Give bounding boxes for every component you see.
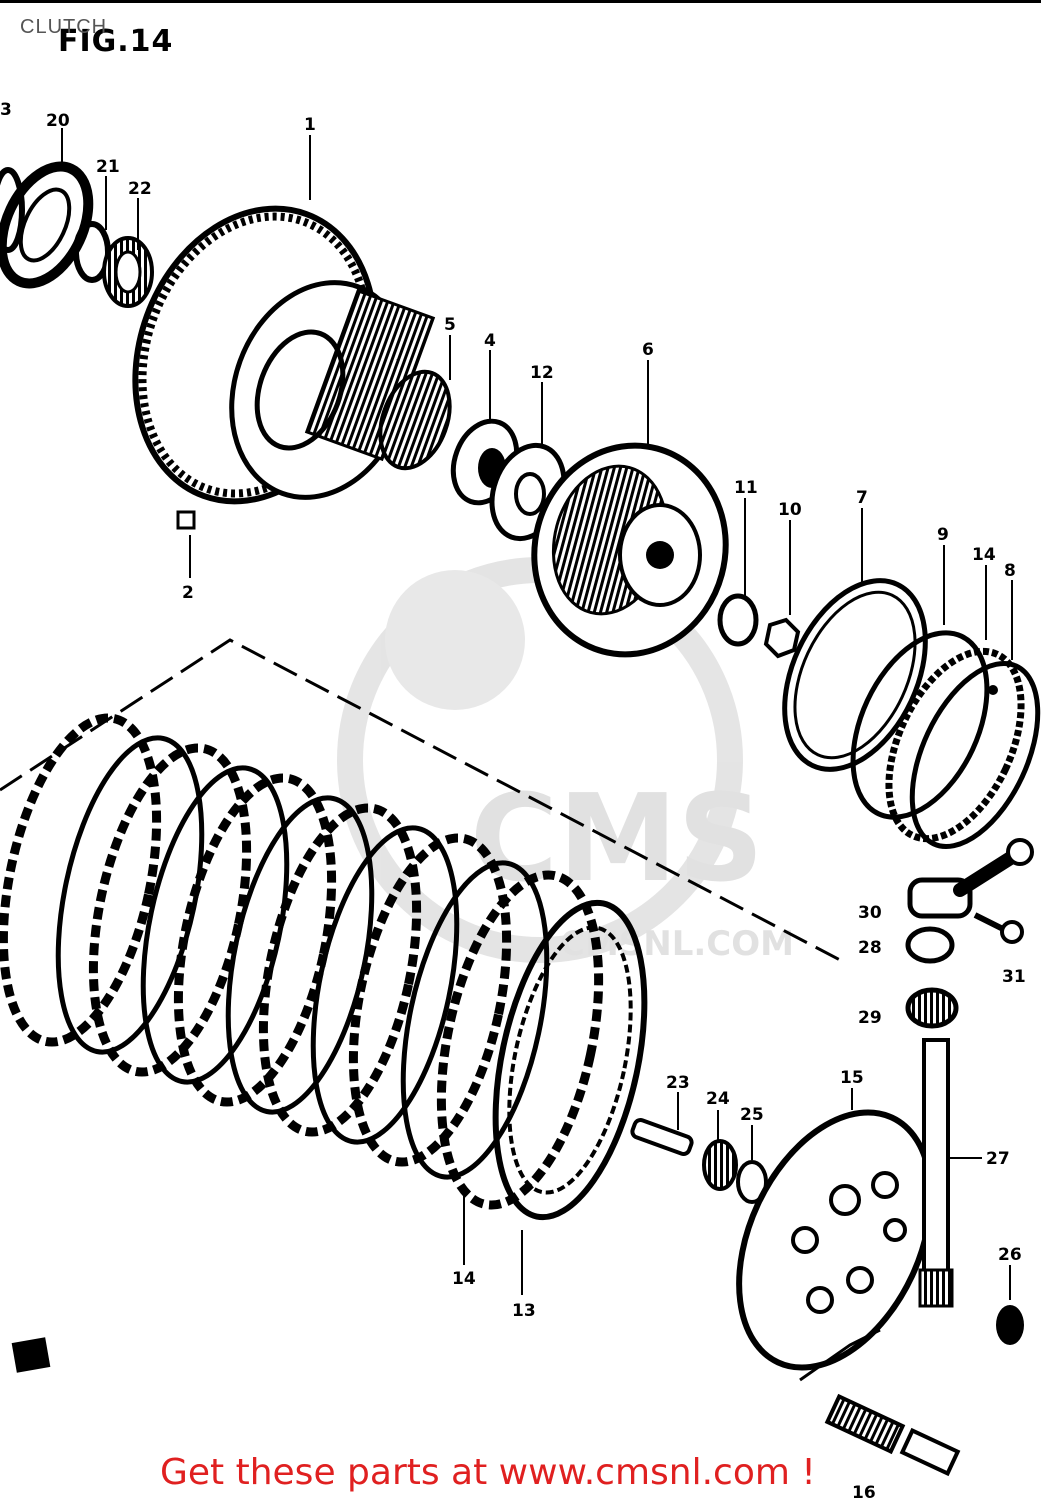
part-3 (0, 167, 25, 253)
part-washer-25 (736, 1160, 768, 1204)
part-pin-2 (176, 510, 196, 530)
callout-5: 5 (444, 315, 456, 335)
part-bearing-29 (905, 987, 959, 1029)
assembly-guide-line (0, 638, 841, 962)
part-thrust-bearing-24 (702, 1139, 738, 1191)
part-clutch-housing-1 (132, 205, 436, 505)
top-border (0, 0, 1041, 3)
part-release-shaft-27 (918, 1038, 954, 1308)
callout-12: 12 (530, 363, 554, 383)
callout-28: 28 (858, 938, 882, 958)
callout-27: 27 (986, 1149, 1010, 1169)
part-clutch-sleeve-hub-6 (531, 442, 729, 658)
part-wire-ring-8 (909, 661, 1041, 849)
callout-labels: 3 20 21 22 1 5 4 12 6 11 10 7 9 14 8 2 3… (0, 100, 1026, 1500)
part-seat-9 (850, 630, 990, 820)
part-fragment-bottom-left (11, 1337, 51, 1373)
callout-13: 13 (512, 1301, 536, 1321)
callout-7: 7 (856, 488, 868, 508)
part-bearing-28 (905, 926, 955, 964)
part-plate-14-upper (885, 647, 1025, 843)
callout-31: 31 (1002, 967, 1026, 987)
part-oil-seal-26 (996, 1305, 1024, 1345)
callout-2: 2 (182, 583, 194, 603)
part-lock-washer-11 (717, 593, 759, 647)
page-title: CLUTCH (20, 16, 108, 38)
figure-label: FIG.14 (58, 24, 174, 59)
callout-14-lower: 14 (452, 1269, 476, 1289)
callout-24: 24 (706, 1089, 730, 1109)
part-bolt-31 (973, 912, 1024, 944)
spring-leader-line (799, 1328, 881, 1382)
callout-26: 26 (998, 1245, 1022, 1265)
part-spring-16 (824, 1393, 961, 1477)
part-pressure-plate-15 (736, 1109, 934, 1371)
callout-10: 10 (778, 500, 802, 520)
callout-3: 3 (0, 100, 12, 120)
part-needle-bearing-5 (378, 369, 452, 471)
callout-29: 29 (858, 1008, 882, 1028)
part-nut-10 (763, 617, 801, 659)
part-needle-bearing-22 (102, 236, 154, 308)
callout-14-upper: 14 (972, 545, 996, 565)
callout-23: 23 (666, 1073, 690, 1093)
part-release-arm-30 (907, 838, 1034, 919)
callout-4: 4 (484, 331, 496, 351)
leader-lines (61, 128, 1013, 1300)
callout-16: 16 (852, 1483, 876, 1500)
callout-15: 15 (840, 1068, 864, 1088)
footer-parts-link[interactable]: Get these parts at www.cmsnl.com ! (160, 1452, 816, 1493)
callout-8: 8 (1004, 561, 1016, 581)
callout-11: 11 (734, 478, 758, 498)
clutch-plate-stack (0, 713, 648, 1221)
callout-9: 9 (937, 525, 949, 545)
callout-30: 30 (858, 903, 882, 923)
callout-20: 20 (46, 111, 70, 131)
callout-1: 1 (304, 115, 316, 135)
callout-21: 21 (96, 157, 120, 177)
callout-22: 22 (128, 179, 152, 199)
callout-25: 25 (740, 1105, 764, 1125)
part-push-rod-23 (630, 1117, 694, 1157)
callout-6: 6 (642, 340, 654, 360)
